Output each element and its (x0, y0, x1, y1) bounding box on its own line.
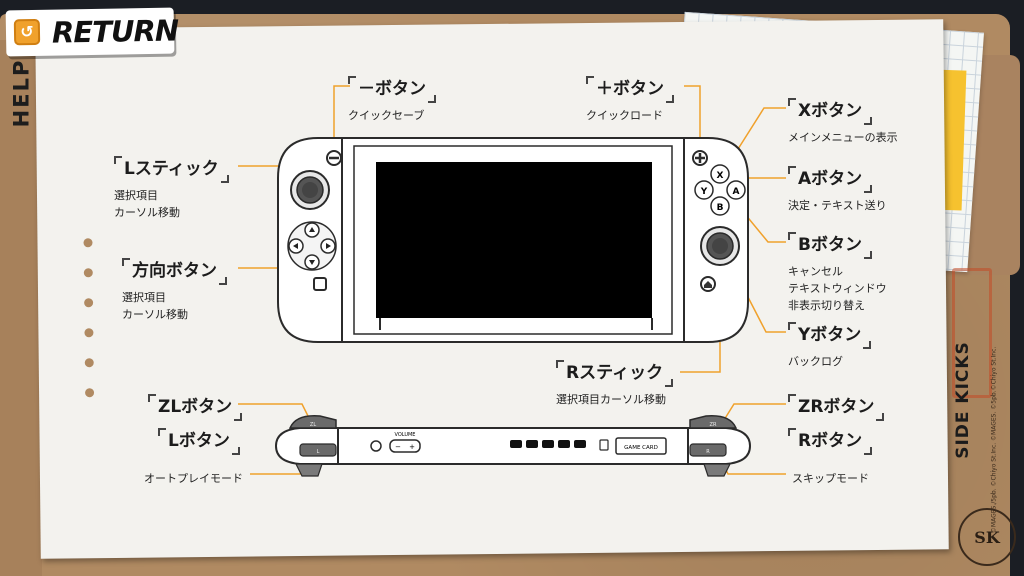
plus-button-label: ＋ボタン クイックロード (586, 76, 674, 124)
volume-label: VOLUME (395, 432, 416, 438)
right-stick-icon (700, 226, 740, 266)
r-button-label: Rボタン (788, 428, 873, 455)
power-button-icon (370, 440, 382, 452)
x-button-label: Xボタン メインメニューの表示 (788, 98, 898, 146)
sk-stamp-icon: SK (958, 508, 1016, 566)
a-face-label: A (733, 187, 740, 197)
headphone-jack-icon (599, 439, 609, 451)
game-card-slot-icon (615, 437, 667, 455)
right-stick-label: Rスティック 選択項目カーソル移動 (556, 360, 674, 408)
home-button-icon (700, 276, 716, 292)
l-button-label: Lボタン (158, 428, 240, 455)
y-face-label: Y (700, 187, 708, 197)
x-button-icon (710, 164, 730, 184)
left-stick-label: Lスティック 選択項目 カーソル移動 (114, 156, 229, 221)
a-button-label: Aボタン 決定・テキスト送り (788, 166, 887, 214)
minus-button-label: －ボタン クイックセーブ (348, 76, 436, 124)
x-face-label: X (717, 171, 724, 181)
zr-trigger-icon (689, 415, 738, 429)
l-icon-label: L (317, 449, 320, 455)
y-button-label: Yボタン バックログ (788, 322, 872, 370)
game-card-label: GAME CARD (624, 445, 658, 451)
face-buttons: X A B Y (694, 164, 746, 216)
zr-icon-label: ZR (710, 422, 717, 428)
dpad-label: 方向ボタン 選択項目 カーソル移動 (122, 258, 227, 323)
r-icon-label: R (706, 449, 710, 455)
dpad-icon (287, 221, 337, 271)
console-top-view: ZL L ZR R VOLUME − + GAME CARD (274, 415, 752, 477)
b-button-icon (710, 196, 730, 216)
svg-text:−: − (395, 443, 401, 451)
zl-trigger-icon (288, 415, 337, 429)
zl-button-label: ZLボタン (148, 394, 243, 421)
left-stick-icon (290, 170, 330, 210)
y-button-icon (694, 180, 714, 200)
minus-button-icon (326, 150, 342, 166)
volume-button-icon (389, 439, 421, 453)
confidential-stamp-icon (952, 268, 992, 398)
r-button-desc: スキップモード (792, 472, 869, 485)
plus-button-icon (692, 150, 708, 166)
l-shoulder-icon (299, 443, 337, 457)
l-button-desc: オートプレイモード (144, 472, 243, 485)
svg-text:+: + (409, 443, 415, 451)
zr-button-label: ZRボタン (788, 394, 885, 421)
help-side-strip (0, 40, 42, 576)
console-front (277, 137, 749, 343)
zl-icon-label: ZL (310, 422, 316, 428)
r-shoulder-icon (689, 443, 727, 457)
capture-button-icon (313, 277, 327, 291)
a-button-icon (726, 180, 746, 200)
b-face-label: B (717, 203, 724, 213)
console-screen (376, 162, 652, 318)
b-button-label: Bボタン キャンセル テキストウィンドウ 非表示切り替え (788, 232, 887, 314)
